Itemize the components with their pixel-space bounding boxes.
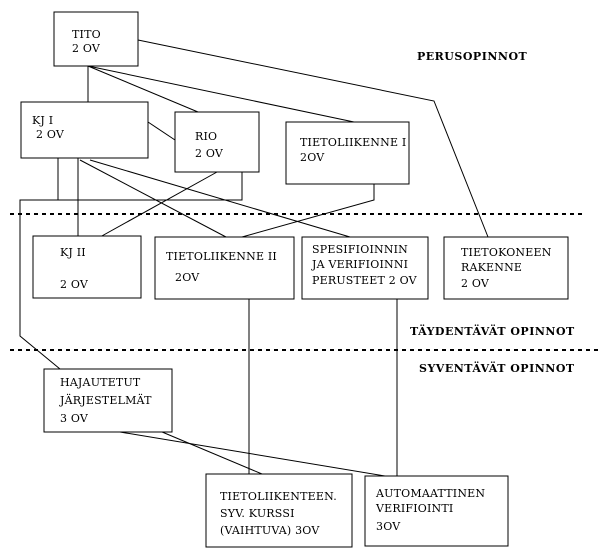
section-label-taydentavat: TÄYDENTÄVÄT OPINNOT: [410, 324, 575, 338]
edge-tito-tietoliikenne1: [87, 65, 355, 123]
course-label-line: TIETOKONEEN: [461, 246, 552, 259]
course-label-line: 3 OV: [60, 412, 89, 425]
edge-rio-kj2: [99, 171, 218, 238]
course-label-line: (VAIHTUVA) 3OV: [220, 524, 320, 537]
course-box-automaattinen: AUTOMAATTINEN VERIFIOINTI 3OV: [364, 475, 509, 547]
course-label-line: 2OV: [300, 151, 325, 164]
edge-kj1-rio: [147, 121, 176, 141]
course-label-line: HAJAUTETUT: [60, 376, 141, 389]
course-label-line: AUTOMAATTINEN: [375, 487, 485, 500]
edge-tito-tietokoneen: [137, 39, 489, 238]
course-label-line: KJ I: [32, 114, 53, 127]
course-label-line: 2 OV: [461, 277, 490, 290]
course-label-line: 2 OV: [195, 147, 224, 160]
course-label-line: 2 OV: [72, 42, 101, 55]
course-label-line: RAKENNE: [461, 261, 522, 274]
course-label-line: 2 OV: [60, 278, 89, 291]
course-label-line: SPESIFIOINNIN: [312, 243, 408, 256]
course-box-spesifioinnin: SPESIFIOINNIN JA VERIFIOINNI PERUSTEET 2…: [301, 236, 429, 300]
course-label-line: KJ II: [60, 246, 86, 259]
course-box-tietoliikenne-2: TIETOLIIKENNE II 2OV: [154, 236, 295, 300]
course-label-line: JA VERIFIOINNI: [311, 258, 408, 271]
course-label-line: RIO: [195, 130, 217, 143]
course-label-line: 2OV: [175, 271, 200, 284]
edge-kj1-rio-bottom: [57, 158, 243, 201]
edge-hajautetut-automaattinen: [119, 431, 386, 477]
course-box-tietoliikenne-1: TIETOLIIKENNE I 2OV: [285, 121, 410, 185]
course-box-kj2: KJ II 2 OV: [32, 235, 142, 299]
course-box-tito: TITO 2 OV: [53, 11, 139, 67]
edge-kj1-spesifioinnin: [89, 159, 351, 238]
course-label-line: 2 OV: [36, 128, 65, 141]
course-box-rio: RIO 2 OV: [174, 111, 260, 173]
edge-kj1-hajautetut: [19, 199, 61, 370]
connector-lines: [19, 39, 489, 477]
course-box-hajautetut: HAJAUTETUT JÄRJESTELMÄT 3 OV: [43, 368, 173, 433]
edge-tietoliikenne1-tietoliikenne2: [241, 184, 375, 238]
edge-hajautetut-tietoliikenteen-syv: [154, 428, 263, 475]
course-box-tietokoneen: TIETOKONEEN RAKENNE 2 OV: [443, 236, 569, 300]
course-label-line: 3OV: [376, 520, 401, 533]
course-box-kj1: KJ I 2 OV: [20, 101, 149, 159]
course-label-line: TITO: [72, 28, 101, 41]
course-label-line: TIETOLIIKENNE I: [300, 136, 406, 149]
edge-tito-rio: [87, 65, 199, 113]
course-label-line: TIETOLIIKENNE II: [166, 250, 277, 263]
course-label-line: PERUSTEET 2 OV: [312, 274, 418, 287]
edge-kj1-tietoliikenne2: [79, 159, 227, 238]
course-label-line: SYV. KURSSI: [220, 507, 295, 520]
course-label-line: JÄRJESTELMÄT: [59, 393, 152, 407]
course-label-line: VERIFIOINTI: [375, 502, 453, 515]
section-label-syventavat: SYVENTÄVÄT OPINNOT: [419, 361, 575, 375]
course-box-tietoliikenteen-syv: TIETOLIIKENTEEN. SYV. KURSSI (VAIHTUVA) …: [205, 473, 353, 548]
course-label-line: TIETOLIIKENTEEN.: [220, 490, 337, 503]
section-label-perusopinnot: PERUSOPINNOT: [417, 50, 528, 63]
